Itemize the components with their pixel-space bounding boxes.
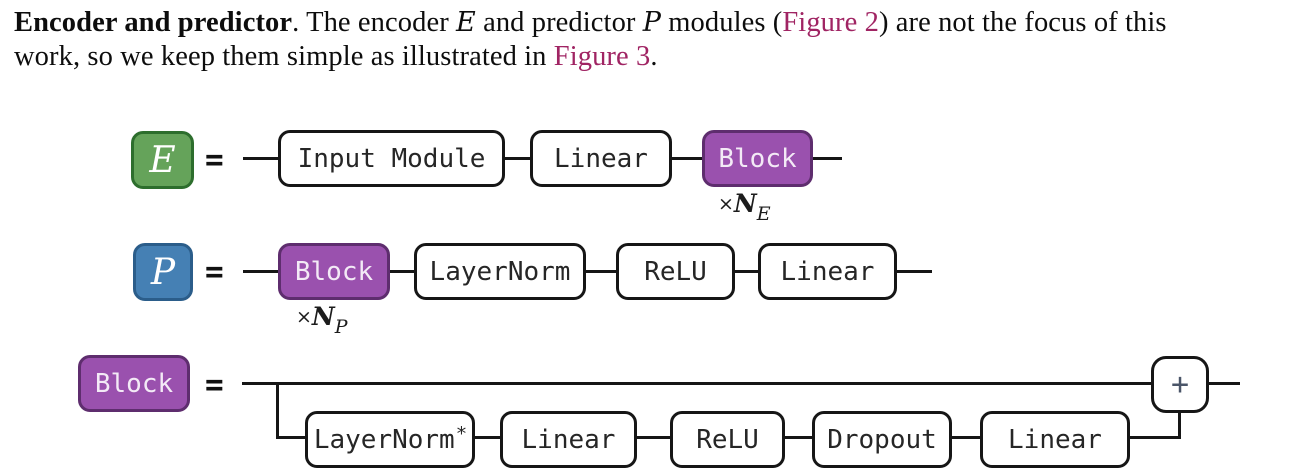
repeat-sub: E xyxy=(756,203,771,225)
paragraph-text: work, so we keep them simple as illustra… xyxy=(14,41,554,72)
wire xyxy=(586,270,616,273)
wire xyxy=(243,270,278,273)
wire xyxy=(813,157,842,160)
equals-sign: = xyxy=(205,254,224,290)
repeat-sub: P xyxy=(334,316,348,338)
wire xyxy=(505,157,530,160)
paragraph-line-2: work, so we keep them simple as illustra… xyxy=(14,40,1306,74)
paragraph-text: . xyxy=(650,41,658,72)
wire xyxy=(637,436,670,439)
paragraph-text: modules ( xyxy=(661,7,783,38)
repeat-label-NP: ×NP xyxy=(296,302,348,339)
branch-up-wire xyxy=(1178,412,1181,439)
wire xyxy=(672,157,702,160)
math-var-P: P xyxy=(642,7,662,38)
node-linear: Linear xyxy=(530,130,672,187)
repeat-label-NE: ×NE xyxy=(718,189,771,226)
wire xyxy=(785,436,812,439)
paragraph: Encoder and predictor. The encoder E and… xyxy=(14,6,1306,74)
wire xyxy=(475,436,500,439)
figure-2-link[interactable]: Figure 2 xyxy=(782,7,879,38)
paragraph-lead: Encoder and predictor xyxy=(14,7,293,38)
residual-skip-wire xyxy=(242,382,1151,385)
node-label: LayerNorm xyxy=(313,424,455,455)
asterisk-superscript: * xyxy=(455,422,468,445)
wire xyxy=(1130,436,1181,439)
block-badge: Block xyxy=(78,355,190,412)
node-layernorm: LayerNorm* xyxy=(305,411,475,468)
node-layernorm: LayerNorm xyxy=(414,243,586,300)
wire xyxy=(735,270,758,273)
node-linear: Linear xyxy=(758,243,897,300)
figure-3-link[interactable]: Figure 3 xyxy=(553,41,651,72)
wire xyxy=(952,436,980,439)
paragraph-text: and predictor xyxy=(475,7,643,38)
sum-node: + xyxy=(1151,356,1209,413)
times-sign: × xyxy=(718,193,734,215)
node-linear: Linear xyxy=(980,411,1130,468)
node-relu: ReLU xyxy=(616,243,735,300)
times-sign: × xyxy=(296,306,312,328)
paragraph-text: . The encoder xyxy=(292,7,457,38)
encoder-badge: E xyxy=(131,131,194,189)
equals-sign: = xyxy=(205,142,224,178)
wire xyxy=(897,270,932,273)
wire xyxy=(390,270,414,273)
wire xyxy=(243,157,278,160)
node-linear: Linear xyxy=(500,411,637,468)
wire xyxy=(1209,382,1240,385)
node-block: Block xyxy=(278,243,390,300)
node-dropout: Dropout xyxy=(812,411,952,468)
wire xyxy=(276,436,305,439)
node-relu: ReLU xyxy=(670,411,785,468)
predictor-badge: P xyxy=(133,243,193,301)
repeat-var: N xyxy=(733,189,757,218)
equals-sign: = xyxy=(205,367,224,403)
node-block: Block xyxy=(702,130,813,187)
node-input-module: Input Module xyxy=(278,130,505,187)
paragraph-text: ) are not the focus of this xyxy=(878,7,1167,38)
paragraph-line-1: Encoder and predictor. The encoder E and… xyxy=(14,6,1306,40)
math-var-E: E xyxy=(456,7,476,38)
repeat-var: N xyxy=(311,302,335,331)
branch-down-wire xyxy=(276,382,279,439)
